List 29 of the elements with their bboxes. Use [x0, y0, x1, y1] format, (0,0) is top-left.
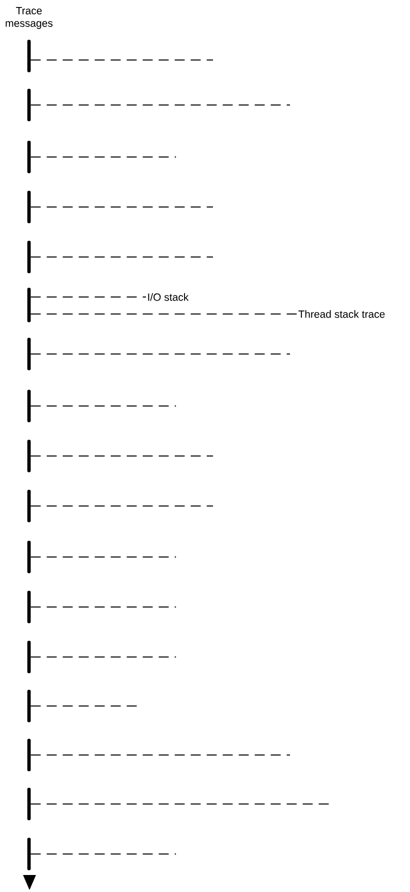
timeline-segment	[27, 838, 31, 870]
timeline-segment	[27, 690, 31, 722]
dashed-line	[30, 296, 146, 298]
timeline-segment	[27, 540, 31, 574]
timeline-segment	[27, 240, 31, 274]
dashed-line	[30, 206, 214, 208]
dashed-line	[30, 256, 214, 258]
timeline-segment	[27, 338, 31, 370]
dashed-line	[30, 156, 176, 158]
dashed-line	[30, 754, 290, 756]
axis-heading: Trace messages	[6, 7, 53, 29]
timeline-segment	[27, 590, 31, 624]
timeline-segment	[27, 640, 31, 674]
dashed-line	[30, 556, 176, 558]
timeline-segment	[27, 40, 31, 72]
timeline-segment	[27, 440, 31, 472]
timeline-segment	[27, 288, 31, 322]
trace-label: Thread stack trace	[298, 310, 385, 318]
timeline-segment	[27, 140, 31, 174]
timeline-segment	[27, 88, 31, 122]
dashed-line	[30, 104, 290, 106]
timeline-segment	[27, 788, 31, 820]
trace-label: I/O stack	[148, 293, 189, 301]
timeline-segment	[27, 738, 31, 772]
timeline-segment	[27, 490, 31, 522]
dashed-line	[30, 656, 176, 658]
dashed-line	[30, 606, 176, 608]
timeline-segment	[27, 190, 31, 224]
timeline-segment	[27, 390, 31, 422]
